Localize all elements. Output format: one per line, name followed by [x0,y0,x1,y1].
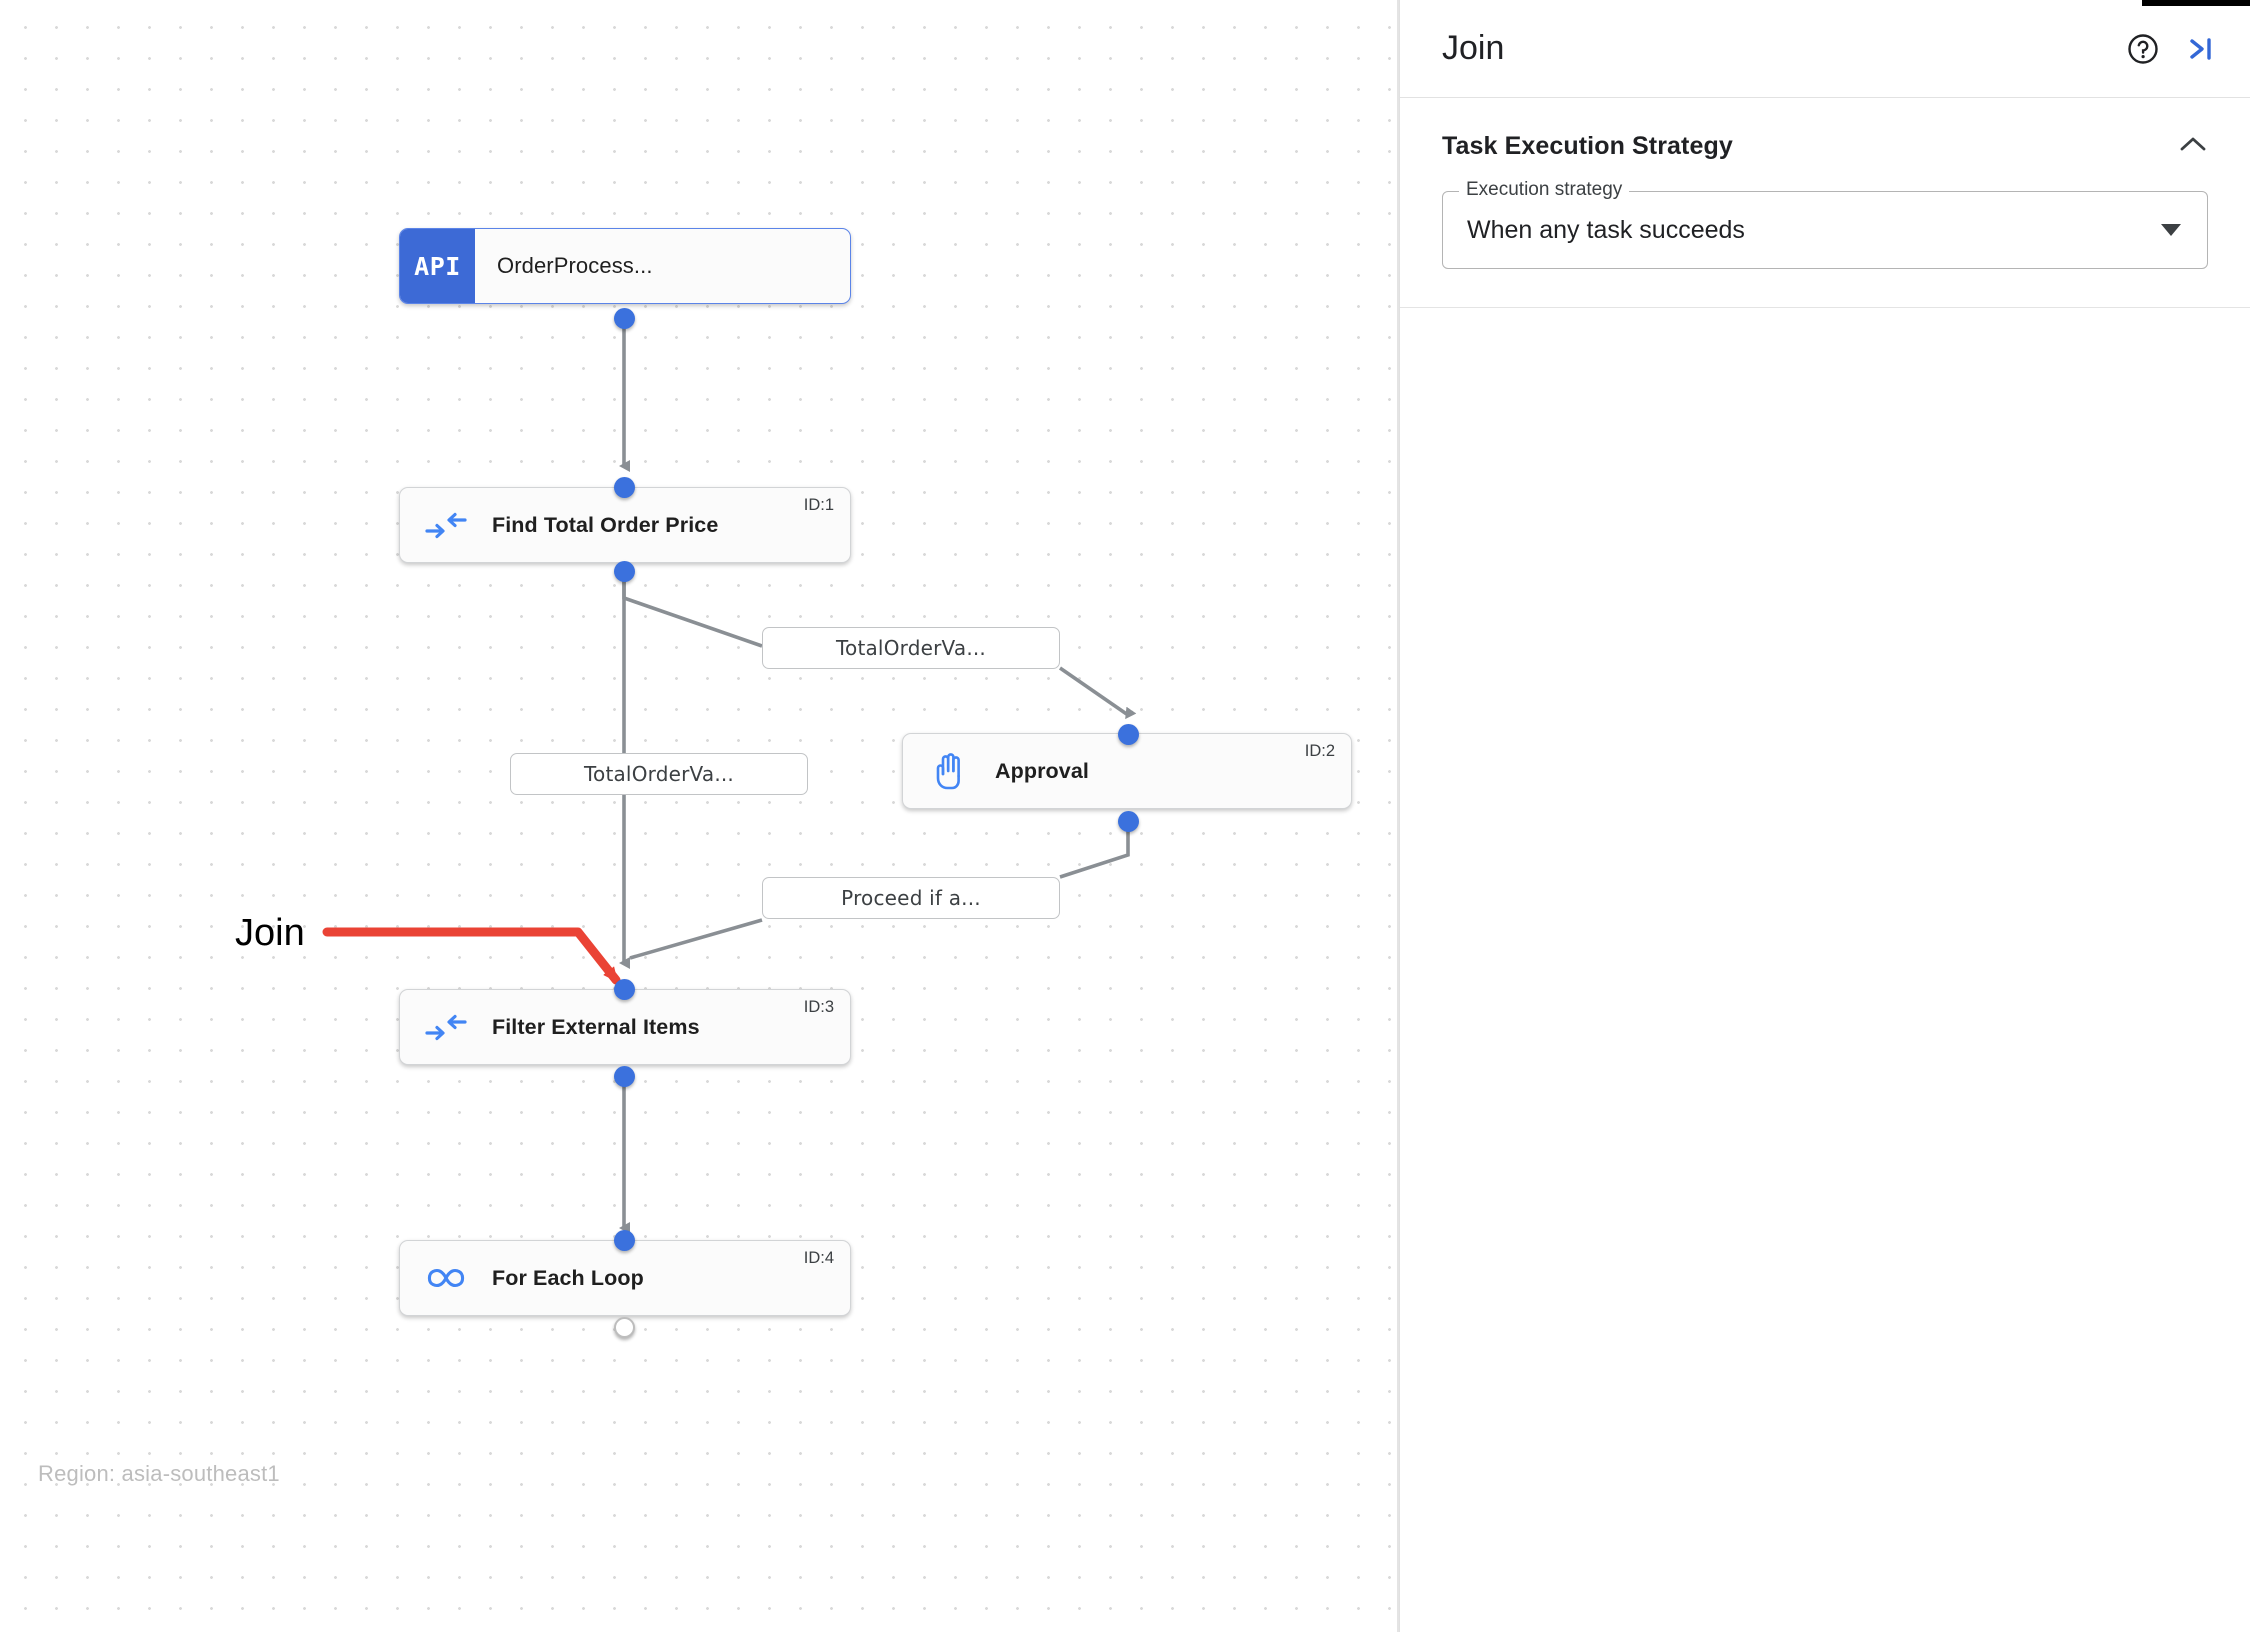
edge-label-total-order-value-2[interactable]: TotalOrderVa... [510,753,808,795]
section-title: Task Execution Strategy [1442,132,1733,160]
region-label: Region: asia-southeast1 [38,1461,280,1486]
port-task1-in[interactable] [614,477,635,498]
node-title: Approval [995,758,1089,783]
node-title: OrderProcess... [497,253,653,278]
merge-arrows-icon [400,510,492,540]
port-trigger-out[interactable] [614,308,635,329]
panel-header: Join [1400,0,2250,98]
workflow-canvas[interactable]: API OrderProcess... Find Total Order Pri… [0,0,1399,1632]
node-id-badge: ID:1 [803,496,834,514]
window-top-bar [2142,0,2250,6]
node-find-total-order-price[interactable]: Find Total Order Price ID:1 [399,487,851,563]
port-task4-in[interactable] [614,1230,635,1251]
help-circle-icon[interactable] [2126,32,2160,66]
node-filter-external-items[interactable]: Filter External Items ID:3 [399,989,851,1065]
node-title: Find Total Order Price [492,512,719,537]
section-divider [1400,307,2250,308]
execution-strategy-value: When any task succeeds [1467,215,1745,244]
port-task3-in[interactable] [614,979,635,1000]
port-task1-out[interactable] [614,561,635,582]
edge-label-proceed-if-approved[interactable]: Proceed if a... [762,877,1060,919]
node-title: Filter External Items [492,1014,700,1039]
hand-icon [903,752,995,790]
execution-strategy-select[interactable]: Execution strategy When any task succeed… [1442,179,2208,269]
merge-arrows-icon [400,1012,492,1042]
task-execution-strategy-section: Task Execution Strategy Execution strate… [1400,98,2250,269]
port-task2-out[interactable] [1118,811,1139,832]
node-for-each-loop[interactable]: For Each Loop ID:4 [399,1240,851,1316]
node-id-badge: ID:3 [803,998,834,1016]
panel-title: Join [1442,29,1505,67]
node-title: For Each Loop [492,1265,644,1290]
node-id-badge: ID:2 [1304,742,1335,760]
execution-strategy-legend: Execution strategy [1459,179,1630,201]
chevron-up-icon[interactable] [2178,134,2208,159]
section-header[interactable]: Task Execution Strategy [1442,132,2208,161]
node-id-badge: ID:4 [803,1249,834,1267]
chevron-down-icon[interactable] [2161,224,2181,236]
port-task2-in[interactable] [1118,724,1139,745]
edge-label-total-order-value-1[interactable]: TotalOrderVa... [762,627,1060,669]
node-trigger[interactable]: API OrderProcess... [399,228,851,304]
port-task3-out[interactable] [614,1066,635,1087]
collapse-right-icon[interactable] [2184,32,2218,66]
port-task4-out[interactable] [614,1317,635,1338]
annotation-join-label: Join [235,912,305,954]
details-panel: Join Task Execution Strategy [1399,0,2250,1632]
infinity-icon [400,1265,492,1291]
api-icon: API [400,229,475,303]
